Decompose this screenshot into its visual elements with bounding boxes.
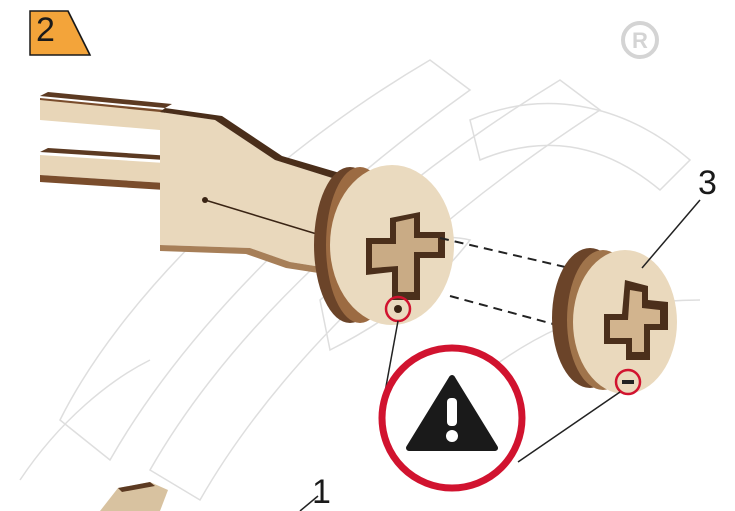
part-1-label: 1 [312,474,331,510]
svg-text:R: R [632,28,648,53]
step-number: 2 [36,10,55,50]
registered-trademark-icon: R [623,23,657,57]
part-1-partial [100,482,168,511]
fork-shaft-part [40,92,350,276]
warning-callout [382,348,522,488]
small-disc-part-3 [552,248,677,394]
part-3-label: 3 [698,165,717,201]
round-disc-part [314,165,454,325]
